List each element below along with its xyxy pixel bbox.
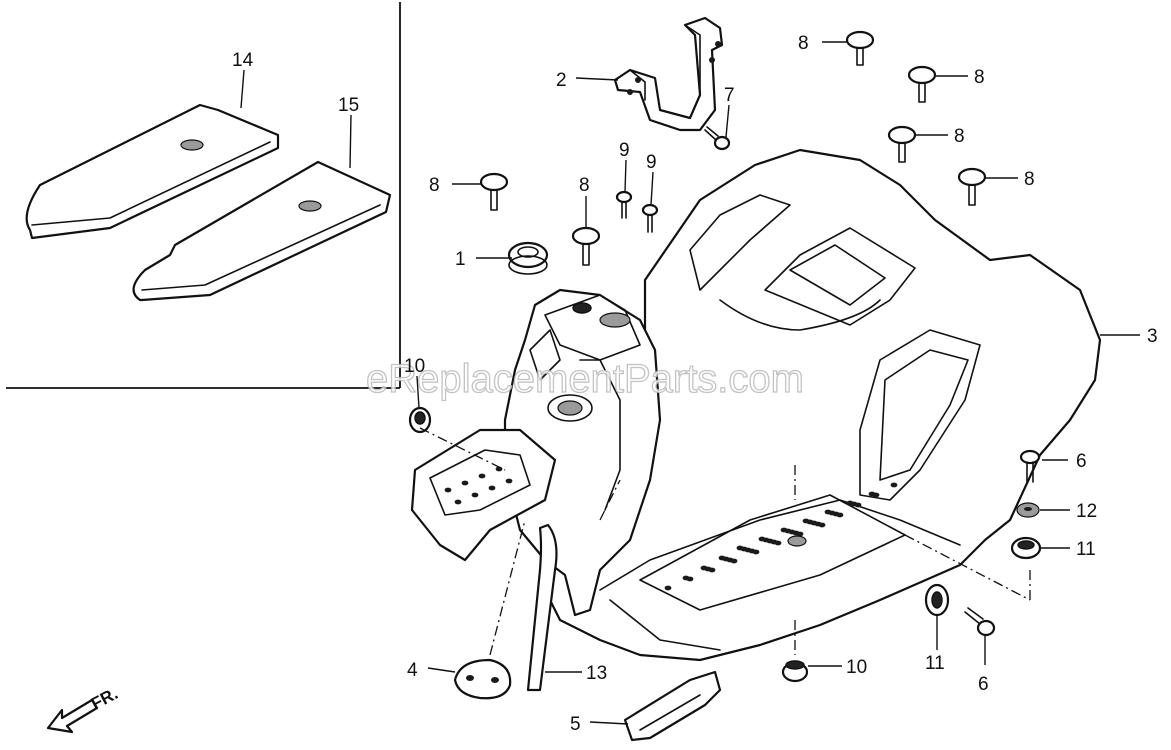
part-14-mat bbox=[25, 103, 280, 240]
floor-dot bbox=[758, 536, 766, 542]
floor-dot bbox=[488, 485, 496, 491]
part-6-screw bbox=[964, 607, 996, 637]
floor-dot bbox=[454, 499, 462, 505]
floor-dot bbox=[444, 487, 452, 493]
floor-dot bbox=[664, 585, 672, 591]
callout-15: 15 bbox=[338, 95, 359, 116]
part-13-hose bbox=[526, 523, 558, 692]
floor-dot bbox=[846, 500, 854, 506]
part-8-clip bbox=[571, 226, 601, 266]
part-11-grommet-right bbox=[1010, 536, 1042, 560]
callout-3: 3 bbox=[1147, 326, 1158, 347]
callout-6: 6 bbox=[1076, 451, 1087, 472]
assembly-line bbox=[489, 519, 526, 656]
part-8-clip bbox=[957, 167, 987, 206]
part-10-grommet-lower bbox=[781, 660, 809, 683]
part-11-grommet-lower bbox=[924, 583, 950, 617]
watermark-text: eReplacementParts.com bbox=[366, 357, 804, 401]
callout-11: 11 bbox=[925, 653, 945, 674]
part-2-bracket bbox=[613, 16, 724, 132]
callout-9: 9 bbox=[646, 152, 657, 173]
part-15-mat bbox=[132, 160, 392, 302]
callout-4: 4 bbox=[407, 660, 418, 681]
assembly-line bbox=[419, 427, 506, 471]
part-6-screw bbox=[1019, 449, 1041, 483]
part-8-clip bbox=[845, 30, 875, 66]
callout-8: 8 bbox=[1024, 169, 1035, 190]
part-5-lid bbox=[623, 670, 722, 742]
floor-dot bbox=[682, 575, 690, 581]
front-direction-arrow-icon: FR. bbox=[46, 684, 121, 734]
floor-dot bbox=[471, 492, 479, 498]
callout-8: 8 bbox=[429, 175, 440, 196]
part-1-grommet bbox=[507, 241, 549, 275]
callout-labels: 1 2 3 4 5 6 6 7 8 8 8 8 8 8 9 9 10 10 11… bbox=[232, 33, 1158, 735]
callout-8: 8 bbox=[798, 33, 809, 54]
left-step bbox=[410, 428, 557, 562]
part-9-screw bbox=[615, 190, 633, 219]
floor-dot bbox=[890, 482, 898, 488]
callout-6: 6 bbox=[978, 674, 989, 695]
callout-7: 7 bbox=[724, 85, 735, 106]
floor-dot bbox=[505, 478, 513, 484]
part-8-clip bbox=[479, 172, 509, 211]
callout-13: 13 bbox=[586, 663, 607, 684]
callout-8: 8 bbox=[954, 126, 965, 147]
floor-dot bbox=[478, 473, 486, 479]
floor-dot bbox=[736, 545, 744, 551]
floor-dot bbox=[700, 565, 708, 571]
assembly-line bbox=[904, 534, 1031, 601]
floor-dot bbox=[780, 527, 788, 533]
floor-dot bbox=[802, 518, 810, 524]
floor-dot bbox=[868, 491, 876, 497]
callout-8: 8 bbox=[579, 175, 590, 196]
part-9-screw bbox=[641, 203, 659, 233]
callout-12: 12 bbox=[1076, 501, 1097, 522]
callout-8: 8 bbox=[974, 67, 985, 88]
assembly-line bbox=[599, 479, 621, 521]
part-4-gasket bbox=[453, 658, 512, 700]
callout-1: 1 bbox=[455, 249, 466, 270]
leader-lines bbox=[240, 41, 1140, 725]
floor-dot bbox=[824, 509, 832, 515]
callout-2: 2 bbox=[556, 70, 567, 91]
floor-dot bbox=[461, 480, 469, 486]
part-10-grommet-upper bbox=[408, 406, 432, 434]
callout-11: 11 bbox=[1076, 539, 1096, 560]
floor-dot bbox=[718, 555, 726, 561]
callout-10: 10 bbox=[846, 657, 867, 678]
part-8-clip bbox=[907, 65, 937, 103]
callout-14: 14 bbox=[232, 50, 254, 71]
callout-9: 9 bbox=[619, 140, 630, 161]
part-7-screw bbox=[704, 126, 731, 151]
part-8-clip bbox=[887, 125, 917, 163]
part-12-washer bbox=[1016, 502, 1040, 518]
callout-5: 5 bbox=[570, 714, 581, 735]
callout-10: 10 bbox=[404, 356, 425, 377]
